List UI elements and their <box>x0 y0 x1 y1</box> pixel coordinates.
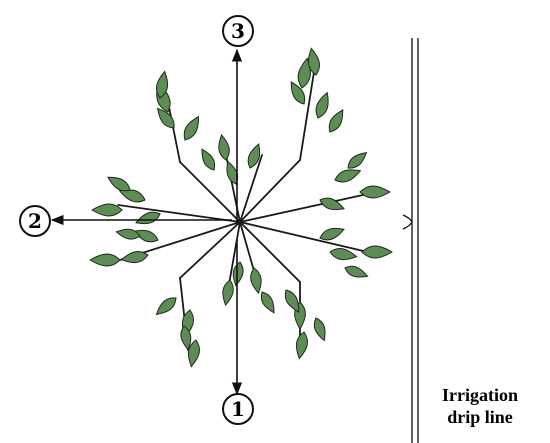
marker-1: 1 <box>223 394 253 424</box>
leaf-41 <box>258 290 278 316</box>
leaf-18 <box>333 166 362 185</box>
marker-3-label: 3 <box>231 19 245 43</box>
drip-line <box>403 38 418 443</box>
leaf-11 <box>92 204 122 216</box>
caption-line-2: drip line <box>447 407 513 427</box>
leaf-17 <box>116 227 141 241</box>
leaf-19 <box>360 186 390 198</box>
leaf-36 <box>223 160 240 186</box>
marker-1-label: 1 <box>231 397 245 421</box>
leaf-38 <box>221 279 236 306</box>
caption-line-1: Irrigation <box>442 385 518 405</box>
leaf-39 <box>249 267 264 294</box>
leaf-37 <box>198 147 218 173</box>
leaf-8 <box>326 107 348 134</box>
branch-upper-right <box>240 160 300 222</box>
marker-3: 3 <box>223 16 253 46</box>
leaf-20 <box>318 195 345 213</box>
drip-line-bracket <box>403 215 412 229</box>
shoot-right-lower <box>240 222 372 253</box>
leaf-12 <box>134 209 161 227</box>
leaf-33 <box>311 316 328 342</box>
marker-2: 2 <box>20 206 50 236</box>
leaf-23 <box>362 246 392 258</box>
vine-plant <box>90 47 392 367</box>
leaf-3 <box>180 114 203 143</box>
shoot-upper-left <box>168 102 180 162</box>
leaf-25 <box>343 263 369 280</box>
leaf-21 <box>345 149 370 172</box>
marker-2-label: 2 <box>28 209 42 233</box>
leaf-24 <box>318 224 345 242</box>
leaf-15 <box>90 254 120 266</box>
leaf-31 <box>294 331 309 359</box>
shoot-right-upper <box>240 193 372 222</box>
leaf-34 <box>217 134 232 161</box>
leaf-28 <box>153 294 179 318</box>
leaf-7 <box>313 91 332 120</box>
